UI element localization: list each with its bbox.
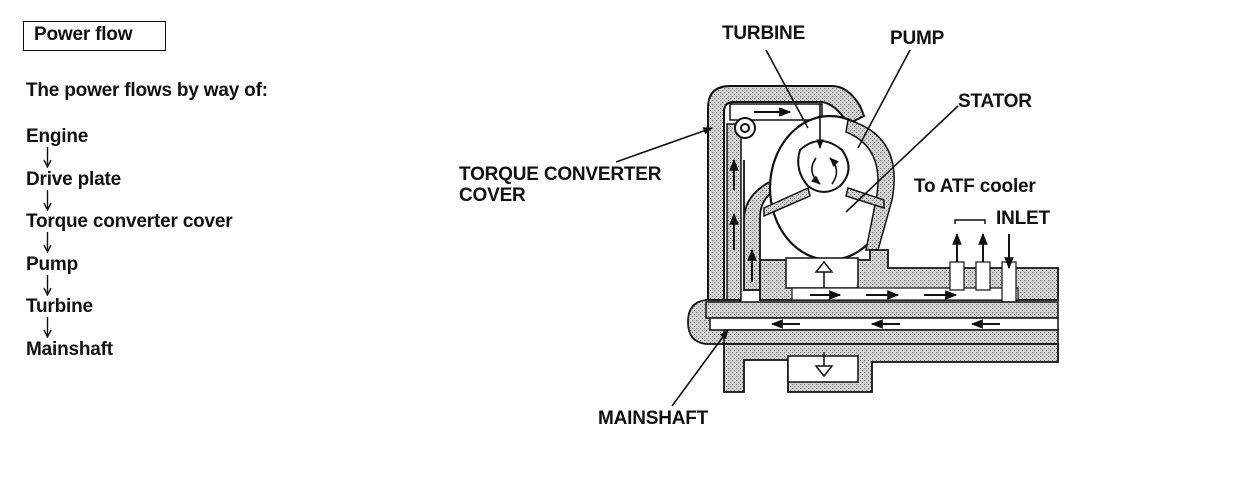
flow-step: Torque converter cover <box>26 211 233 254</box>
pump-label: PUMP <box>890 28 945 49</box>
down-arrow-icon <box>43 274 52 296</box>
mainshaft-body <box>705 301 1059 319</box>
cover-bolt-center <box>740 123 750 133</box>
intro-text: The power flows by way of: <box>26 80 268 101</box>
cover-label-line1: TORQUE CONVERTER <box>459 164 662 185</box>
flow-step-label: Engine <box>26 126 89 147</box>
turbine-element <box>797 140 850 193</box>
atf-cooler-label: To ATF cooler <box>914 176 1036 197</box>
down-arrow-icon <box>43 147 52 168</box>
flow-step: Pump <box>26 254 232 297</box>
flow-step-label: Torque converter cover <box>26 211 233 233</box>
flow-arrows <box>729 107 1014 329</box>
flow-step-label: Pump <box>26 253 78 275</box>
cooler-port <box>975 261 991 291</box>
flow-step: Mainshaft <box>26 339 232 382</box>
fluid-channel <box>791 287 1019 301</box>
mainshaft-label: MAINSHAFT <box>598 408 709 429</box>
converter-cover-shape <box>707 85 866 301</box>
turbine-label: TURBINE <box>722 23 806 44</box>
flow-step: Turbine <box>26 296 232 339</box>
down-arrow-icon <box>43 232 52 254</box>
cover-side-channel <box>726 123 742 301</box>
flow-step-label: Mainshaft <box>26 338 113 360</box>
leader-lines <box>615 49 959 407</box>
cover-label-line2: COVER <box>459 185 526 206</box>
flow-step: Engine <box>26 126 232 169</box>
stator-arm <box>845 187 885 210</box>
lower-housing <box>723 343 1059 393</box>
flow-step-label: Drive plate <box>26 168 121 190</box>
flow-step-label: Turbine <box>26 296 93 318</box>
mainshaft-lower <box>723 329 1059 345</box>
lower-cavity <box>787 355 859 383</box>
heading-box <box>23 21 166 51</box>
down-arrow-icon <box>43 189 52 211</box>
stator-arm <box>763 186 811 218</box>
hub-cavity <box>785 257 859 289</box>
flow-step: Drive plate <box>26 169 232 212</box>
down-arrow-icon <box>43 317 52 339</box>
inlet-label: INLET <box>996 208 1050 229</box>
cooler-port <box>949 261 965 291</box>
circulation-arrow <box>829 157 839 185</box>
heading: Power flow <box>34 24 133 45</box>
power-flow-list: Engine Drive plate Torque converter cove… <box>26 126 233 382</box>
stator-label: STATOR <box>958 91 1032 112</box>
atf-cooler-bracket <box>954 219 986 224</box>
circulation-arrow <box>810 157 821 185</box>
